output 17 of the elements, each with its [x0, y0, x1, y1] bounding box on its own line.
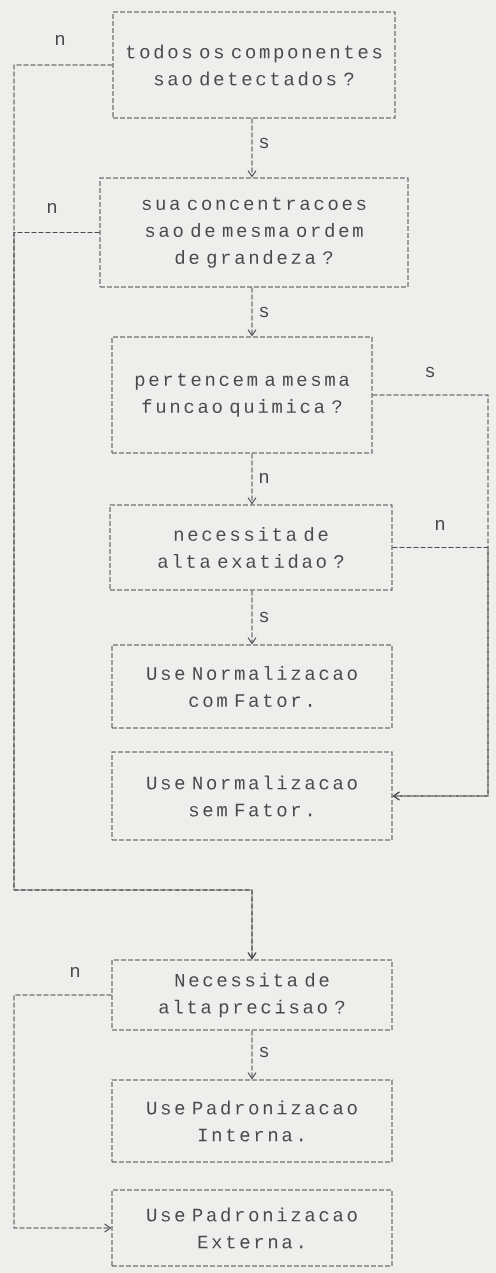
decision-box: Use Padronizacao Interna.: [111, 1079, 393, 1163]
arrow: [392, 547, 489, 801]
arrow: [13, 994, 112, 1233]
arrow: [247, 1030, 257, 1080]
decision-box: Use Normalizacao com Fator.: [111, 644, 393, 729]
arrow: [247, 590, 257, 645]
decision-box: sua concentracoes sao de mesma ordem de grandeza ?: [99, 177, 409, 288]
arrow: [247, 118, 257, 178]
arrow: [247, 453, 257, 505]
decision-box: todos os componentes sao detectados ?: [112, 11, 396, 119]
arrow: [13, 232, 257, 960]
decision-box: necessita de alta exatidao ?: [109, 504, 393, 591]
decision-box: pertencem a mesma funcao quimica ?: [111, 336, 373, 454]
decision-box: Use Normalizacao sem Fator.: [111, 751, 393, 841]
arrow: [247, 287, 257, 337]
decision-box: Use Padronizacao Externa.: [111, 1189, 393, 1267]
decision-box: Necessita de alta precisao ?: [111, 959, 393, 1031]
